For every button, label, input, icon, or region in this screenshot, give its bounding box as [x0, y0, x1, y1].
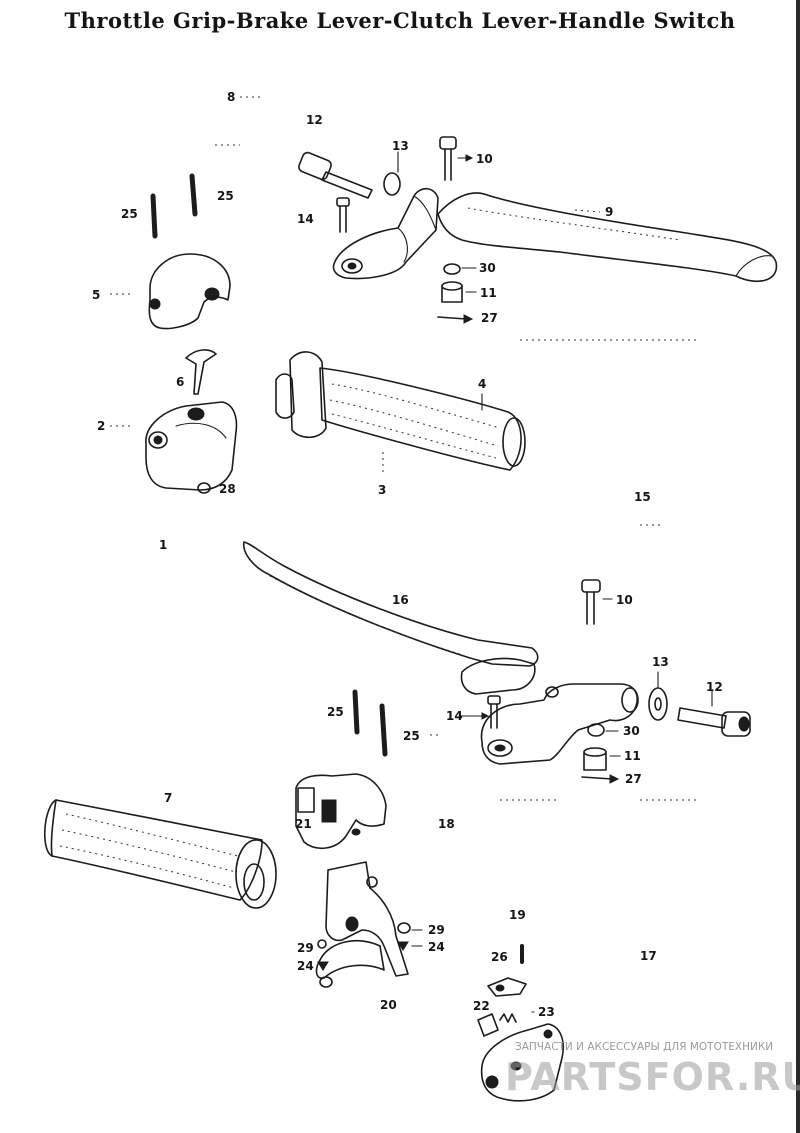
callout-10-top: 10: [476, 152, 493, 166]
callout-11-top: 11: [480, 286, 497, 300]
part-17-switch-lower-housing: [480, 1023, 564, 1102]
part-24-left-screw: [317, 961, 329, 971]
callout-13-bottom: 13: [652, 655, 669, 669]
callout-10-bottom: 10: [616, 593, 633, 607]
callout-27-bottom: 27: [625, 772, 642, 786]
part-5-switch-housing-upper: [148, 253, 231, 330]
callout-16: 16: [392, 593, 409, 607]
callout-3: 3: [378, 483, 387, 497]
callout-30-top: 30: [479, 261, 496, 275]
part-13-top-washer: [383, 172, 401, 196]
part-25-bottom-screws: [352, 689, 388, 757]
callout-24-left: 24: [297, 959, 314, 973]
callout-24-right: 24: [428, 940, 445, 954]
callout-17: 17: [640, 949, 657, 963]
arrow-14-bottom: [481, 712, 490, 720]
part-11-bottom-nut: [583, 747, 607, 771]
part-24-right-screw: [397, 941, 409, 951]
callout-26: 26: [491, 950, 508, 964]
diagram-title: Throttle Grip-Brake Lever-Clutch Lever-H…: [64, 8, 736, 33]
part-25-top-screws: [150, 173, 198, 239]
callout-25-top-right: 25: [217, 189, 234, 203]
part-13-bottom-washer: [648, 687, 668, 721]
part-7-handle-grip: [43, 799, 277, 909]
part-2-lower-housing: [145, 401, 238, 491]
part-29-left-cap: [317, 939, 327, 949]
part-28-top-screw: [197, 482, 211, 494]
part-14-bottom-screw: [487, 695, 501, 729]
callout-28-top: 28: [219, 482, 236, 496]
callout-19: 19: [509, 908, 526, 922]
part-14-top-screw: [336, 197, 350, 233]
callout-21: 21: [295, 817, 312, 831]
part-6-cable-guide: [185, 349, 217, 395]
part-4-throttle-grip: [275, 351, 526, 471]
watermark-brand: PARTSFOR.RU: [505, 1055, 800, 1099]
callout-8-top: 8: [227, 90, 236, 104]
part-10-top-pivot-bolt: [439, 136, 457, 181]
page-border: [796, 0, 800, 1133]
part-27-top-pin: [437, 314, 474, 324]
leader-lines: [110, 96, 713, 1013]
arrow-10-top: [465, 154, 474, 162]
part-30-bottom-washer: [587, 723, 605, 737]
callout-1: 1: [159, 538, 168, 552]
callout-5: 5: [92, 288, 101, 302]
callout-30-bottom: 30: [623, 724, 640, 738]
part-11-top-nut: [441, 281, 463, 303]
part-brake-lever-holder: [332, 187, 439, 280]
part-18-switch-housing: [295, 773, 387, 849]
callout-7: 7: [164, 791, 173, 805]
part-12-bottom-adjuster-screw: [677, 707, 751, 737]
part-22-button: [477, 1013, 499, 1037]
callout-29-right: 29: [428, 923, 445, 937]
callout-13-top: 13: [392, 139, 409, 153]
part-30-top-washer: [443, 263, 461, 275]
callout-23: 23: [538, 1005, 555, 1019]
callout-9: 9: [605, 205, 614, 219]
part-27-bottom-pin: [581, 774, 620, 784]
callout-2: 2: [97, 419, 106, 433]
callout-29-left: 29: [297, 941, 314, 955]
part-9-brake-lever: [437, 192, 778, 283]
callout-25-bottom-right: 25: [403, 729, 420, 743]
callout-11-bottom: 11: [624, 749, 641, 763]
callout-12-top: 12: [306, 113, 323, 127]
callout-25-top-left: 25: [121, 207, 138, 221]
callout-6: 6: [176, 375, 185, 389]
part-29-right-cap: [397, 922, 411, 934]
watermark-tagline: ЗАПЧАСТИ И АКСЕССУАРЫ ДЛЯ МОТОТЕХНИКИ: [515, 1041, 774, 1053]
part-12-top-adjuster-screw: [298, 151, 373, 199]
callout-14-top: 14: [297, 212, 314, 226]
part-26-clip: [487, 977, 527, 997]
part-10-bottom-pivot-bolt: [581, 579, 601, 625]
callout-14-bottom: 14: [446, 709, 463, 723]
callout-15: 15: [634, 490, 651, 504]
callout-18: 18: [438, 817, 455, 831]
callout-12-bottom: 12: [706, 680, 723, 694]
part-20-switch-base: [315, 861, 409, 988]
part-16-clutch-lever: [243, 541, 539, 695]
callout-4: 4: [478, 377, 487, 391]
callout-25-bottom-left: 25: [327, 705, 344, 719]
callout-22: 22: [473, 999, 490, 1013]
callout-20: 20: [380, 998, 397, 1012]
callout-27-top: 27: [481, 311, 498, 325]
part-23-spring: [499, 1013, 517, 1023]
part-clutch-lever-holder: [480, 683, 639, 765]
